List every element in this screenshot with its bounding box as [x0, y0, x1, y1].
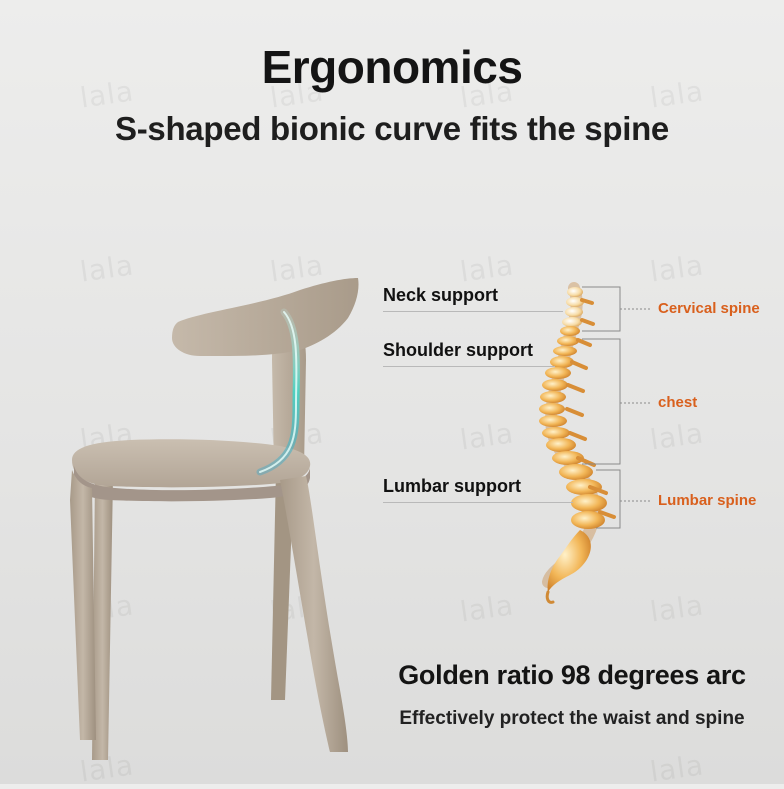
label-chest: chest: [658, 394, 698, 411]
chair-seat: [72, 439, 311, 488]
chair-leg-front-left: [70, 470, 96, 740]
chair: [70, 278, 359, 760]
golden-ratio-heading: Golden ratio 98 degrees arc: [398, 660, 746, 690]
page-title: Ergonomics: [261, 41, 523, 93]
chair-leg-back-right: [271, 468, 294, 700]
page-subtitle: S-shaped bionic curve fits the spine: [115, 110, 669, 147]
label-cervical-spine: Cervical spine: [658, 300, 760, 317]
protect-tagline: Effectively protect the waist and spine: [399, 708, 745, 729]
chair-backrest: [172, 278, 359, 357]
spine-brackets: [582, 286, 650, 529]
bracket-cervical: [582, 286, 621, 332]
label-lumbar-support: Lumbar support: [383, 476, 521, 496]
leader-shoulder: [383, 366, 555, 367]
bracket-lumbar: [596, 469, 621, 529]
chair-leg-back-left: [92, 478, 113, 760]
leader-lumbar: [383, 502, 573, 503]
label-shoulder-support: Shoulder support: [383, 340, 533, 360]
chair-leg-front-right: [280, 476, 348, 752]
spine-illustration: [539, 282, 616, 604]
label-lumbar-spine: Lumbar spine: [658, 492, 757, 509]
label-neck-support: Neck support: [383, 285, 499, 305]
leader-neck: [383, 311, 563, 312]
bracket-chest: [582, 338, 621, 465]
chair-seat-edge: [74, 466, 310, 502]
